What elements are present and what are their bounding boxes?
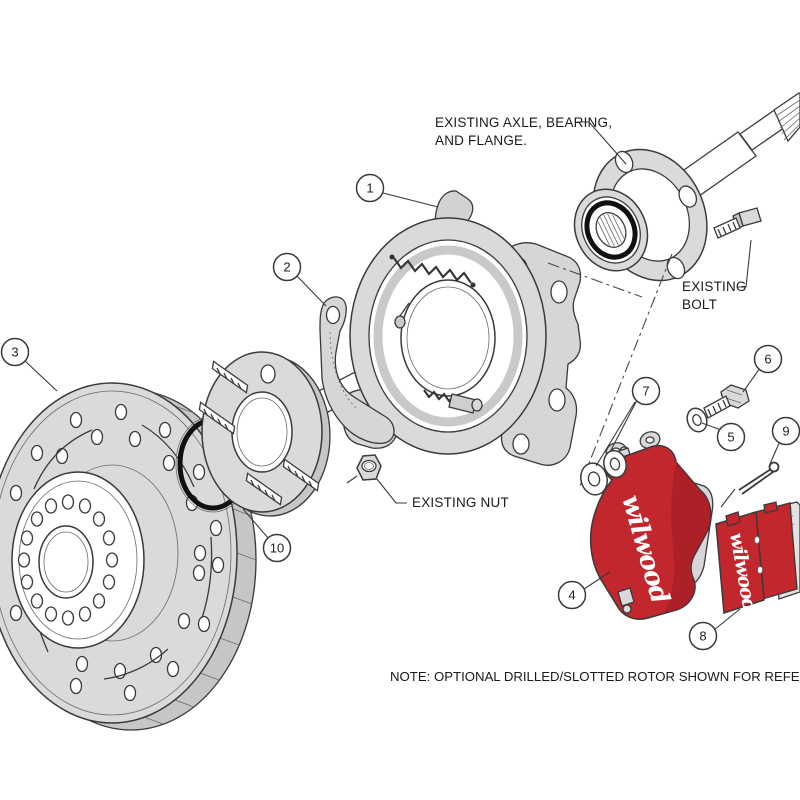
callout-2: 2: [272, 252, 302, 282]
pad-front: [715, 511, 765, 615]
callouts: 1 2 3 4 5 6 7 8 9 10: [0, 173, 800, 651]
axle-bearing: [573, 188, 649, 272]
existing-bolt-part: [713, 207, 762, 239]
callout-1: 1: [355, 173, 385, 203]
svg-text:5: 5: [727, 430, 734, 445]
existing-nut-part: [346, 454, 382, 484]
backing-plate-assembly: [342, 190, 582, 466]
svg-text:2: 2: [283, 260, 290, 275]
svg-text:9: 9: [782, 424, 789, 439]
label-nut: EXISTING NUT: [412, 495, 509, 510]
label-bolt-line2: BOLT: [682, 297, 717, 312]
axle-splines: [773, 92, 800, 143]
axle-bearing-flange: [573, 92, 800, 282]
reference-note: NOTE: OPTIONAL DRILLED/SLOTTED ROTOR SHO…: [390, 669, 800, 684]
adjuster-body: [448, 393, 477, 414]
callout-8: 8: [688, 621, 718, 651]
adjuster-spring: [423, 389, 455, 403]
svg-text:4: 4: [568, 588, 575, 603]
callout-7: 7: [631, 376, 661, 406]
svg-text:1: 1: [366, 181, 373, 196]
text-labels: EXISTING AXLE, BEARING, AND FLANGE. EXIS…: [376, 115, 800, 684]
pivot-pin: [394, 315, 406, 329]
svg-text:7: 7: [642, 384, 649, 399]
caliper-bolt-6: [703, 384, 750, 419]
label-axle-line1: EXISTING AXLE, BEARING,: [435, 115, 612, 130]
callout-9: 9: [771, 416, 800, 446]
svg-text:10: 10: [270, 541, 284, 556]
mounting-washers: [580, 449, 627, 496]
brake-pads: wilwood: [715, 501, 800, 615]
alignment-lines: [547, 253, 673, 487]
callout-5: 5: [716, 422, 746, 452]
rotor-stud-holes: [17, 494, 119, 626]
callout-leaders: [24, 192, 781, 631]
return-spring: [393, 257, 472, 284]
svg-text:6: 6: [764, 352, 771, 367]
callout-10: 10: [262, 533, 292, 563]
axle-flange-hub: [198, 351, 396, 517]
label-bolt-line1: EXISTING: [682, 279, 747, 294]
caliper-shading: [664, 462, 711, 613]
label-axle-line2: AND FLANGE.: [435, 133, 527, 148]
svg-text:8: 8: [699, 629, 706, 644]
bolt-washer-5: [686, 407, 708, 433]
svg-text:3: 3: [11, 345, 18, 360]
bleed-screw-bottom: [622, 604, 632, 614]
rotor-hat: [11, 471, 145, 649]
cotter-pin-9: [720, 461, 780, 508]
wheel-studs: [198, 360, 320, 506]
callout-6: 6: [753, 344, 783, 374]
cable-bracket: [319, 296, 395, 444]
callout-4: 4: [557, 580, 587, 610]
callout-3: 3: [0, 337, 30, 367]
